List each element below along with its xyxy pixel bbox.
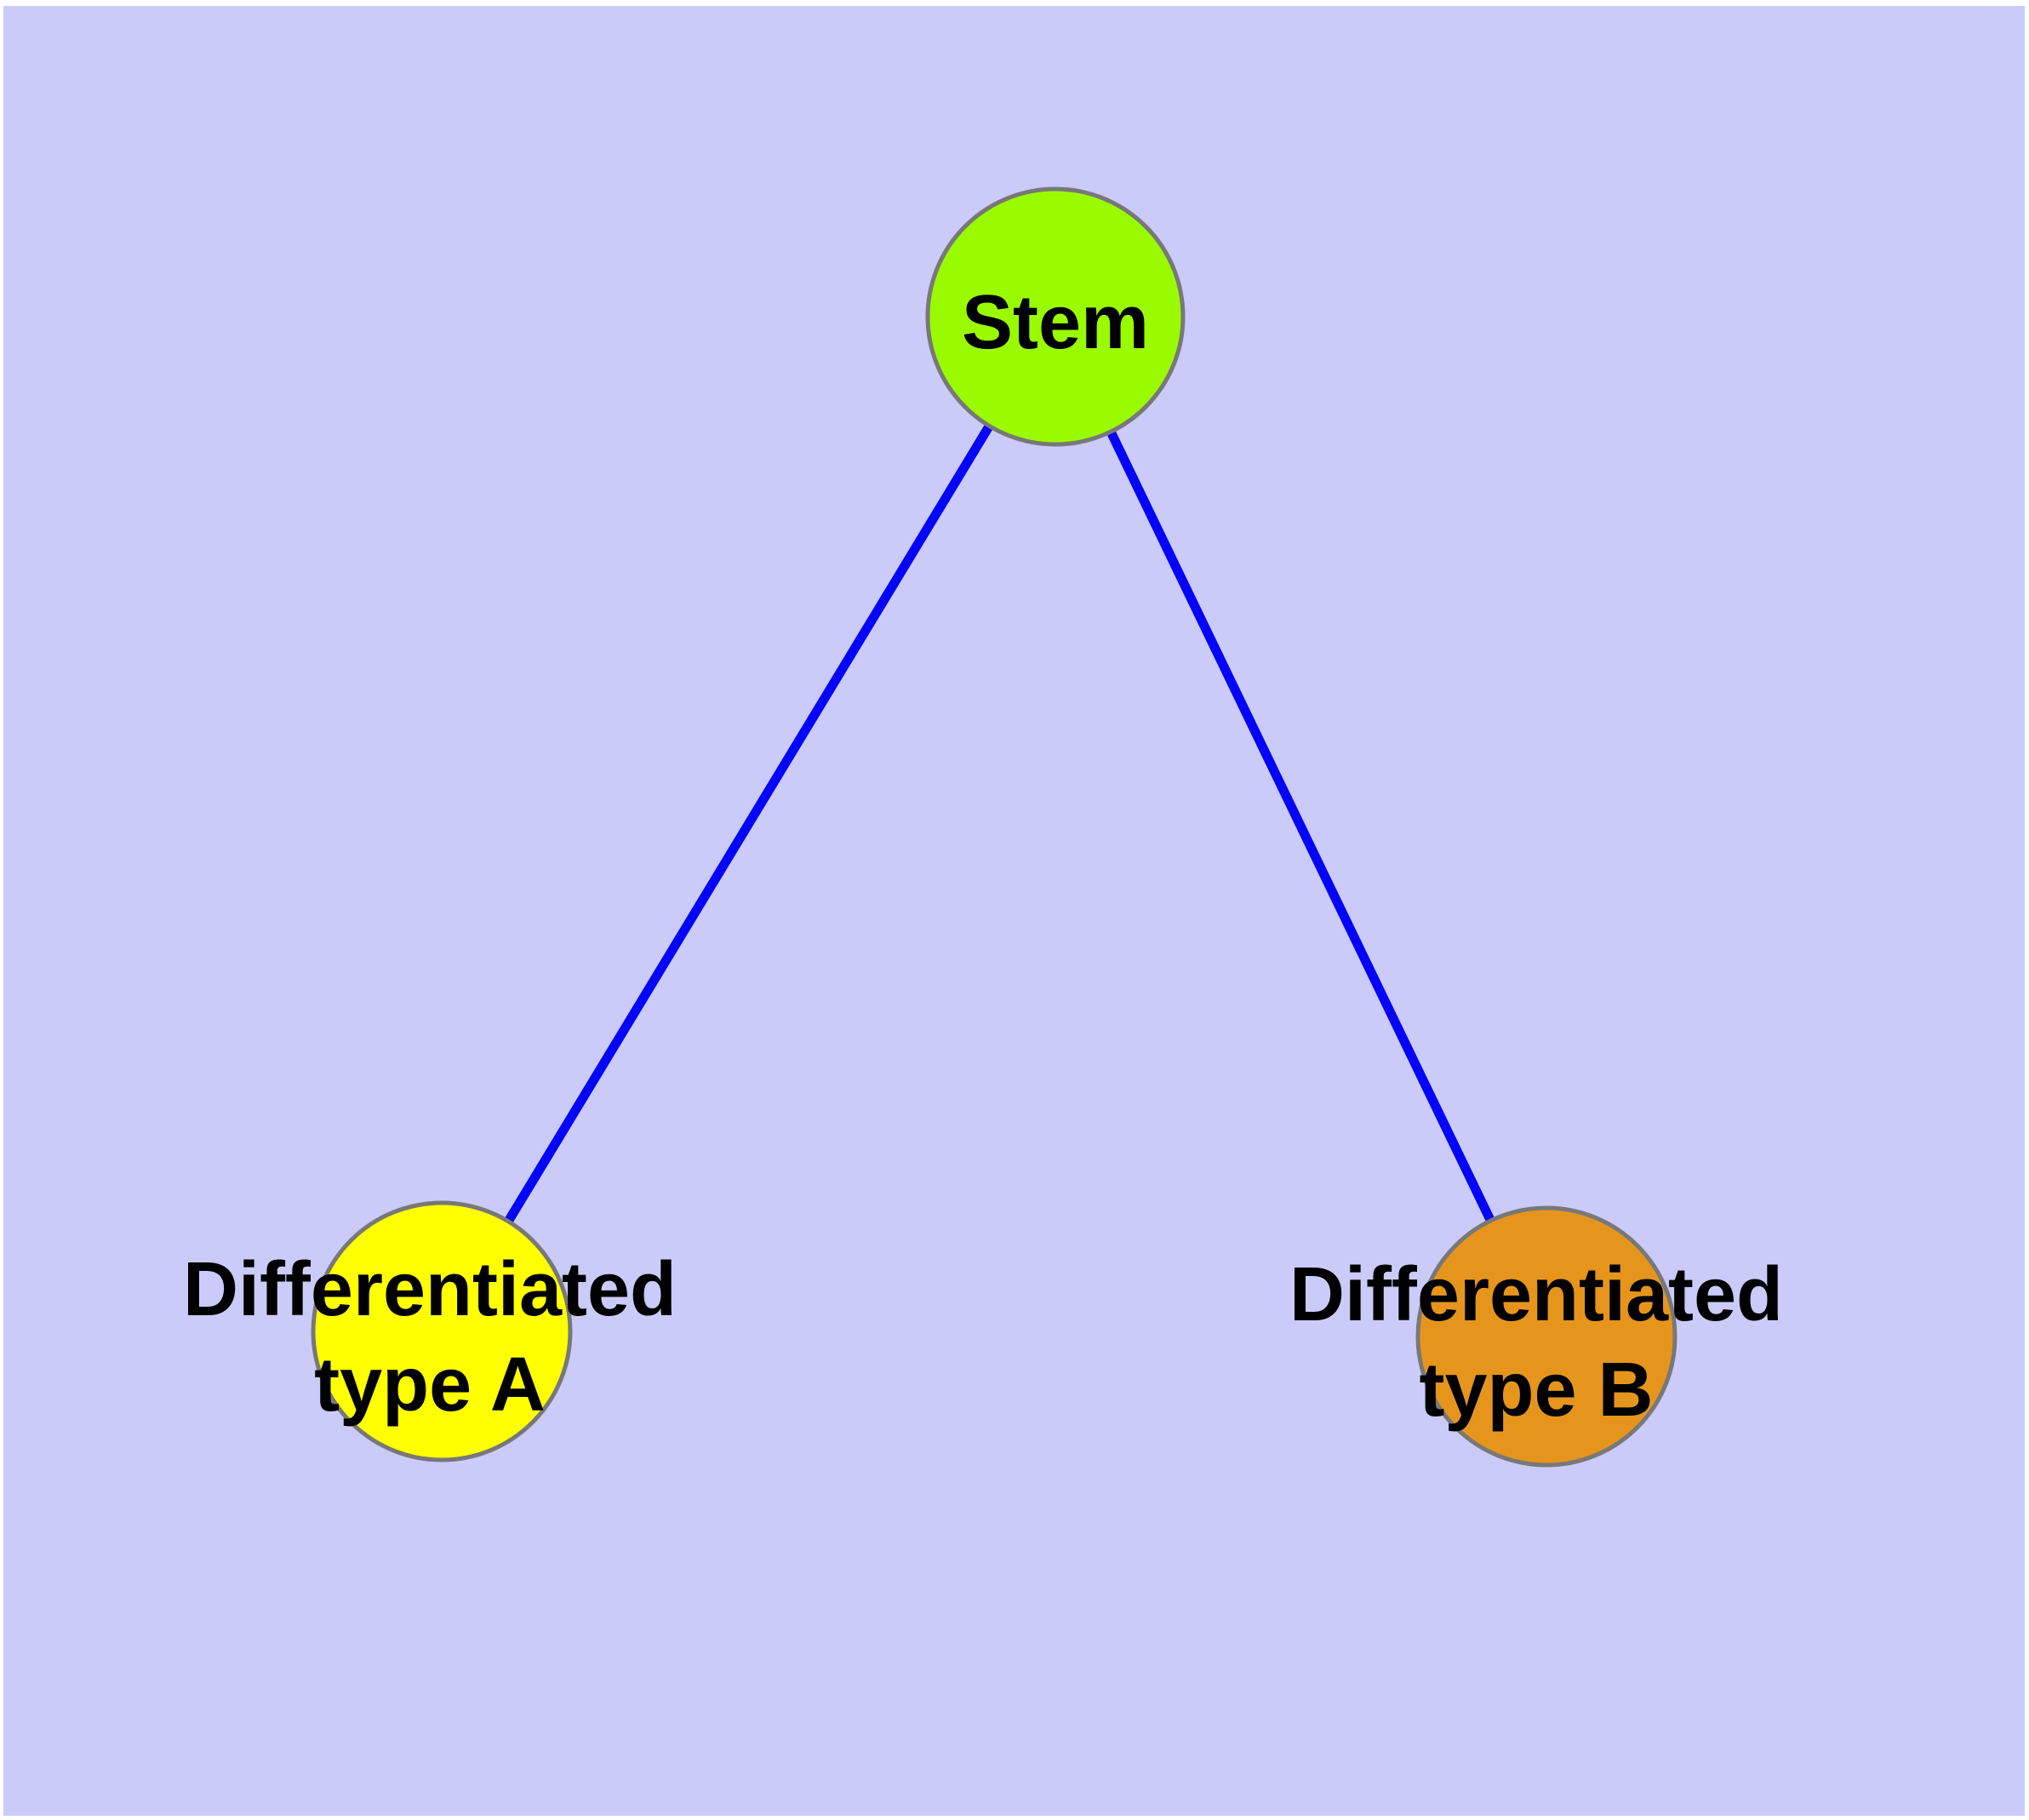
edge-stem-to-type-b [1051,314,1551,1339]
node-stem-circle [925,186,1186,447]
node-type-a-circle [311,1200,573,1462]
edge-stem-to-type-a [437,314,1060,1334]
node-stem-label-line-1: Stem [962,280,1149,365]
node-type-a-label-line-2: type A [314,1342,546,1428]
node-type-b-circle [1415,1205,1677,1468]
node-type-a-label-line-1: Differentiated [183,1247,677,1332]
node-type-b-label-line-2: type B [1419,1348,1653,1433]
node-type-b-label-line-1: Differentiated [1289,1252,1783,1337]
